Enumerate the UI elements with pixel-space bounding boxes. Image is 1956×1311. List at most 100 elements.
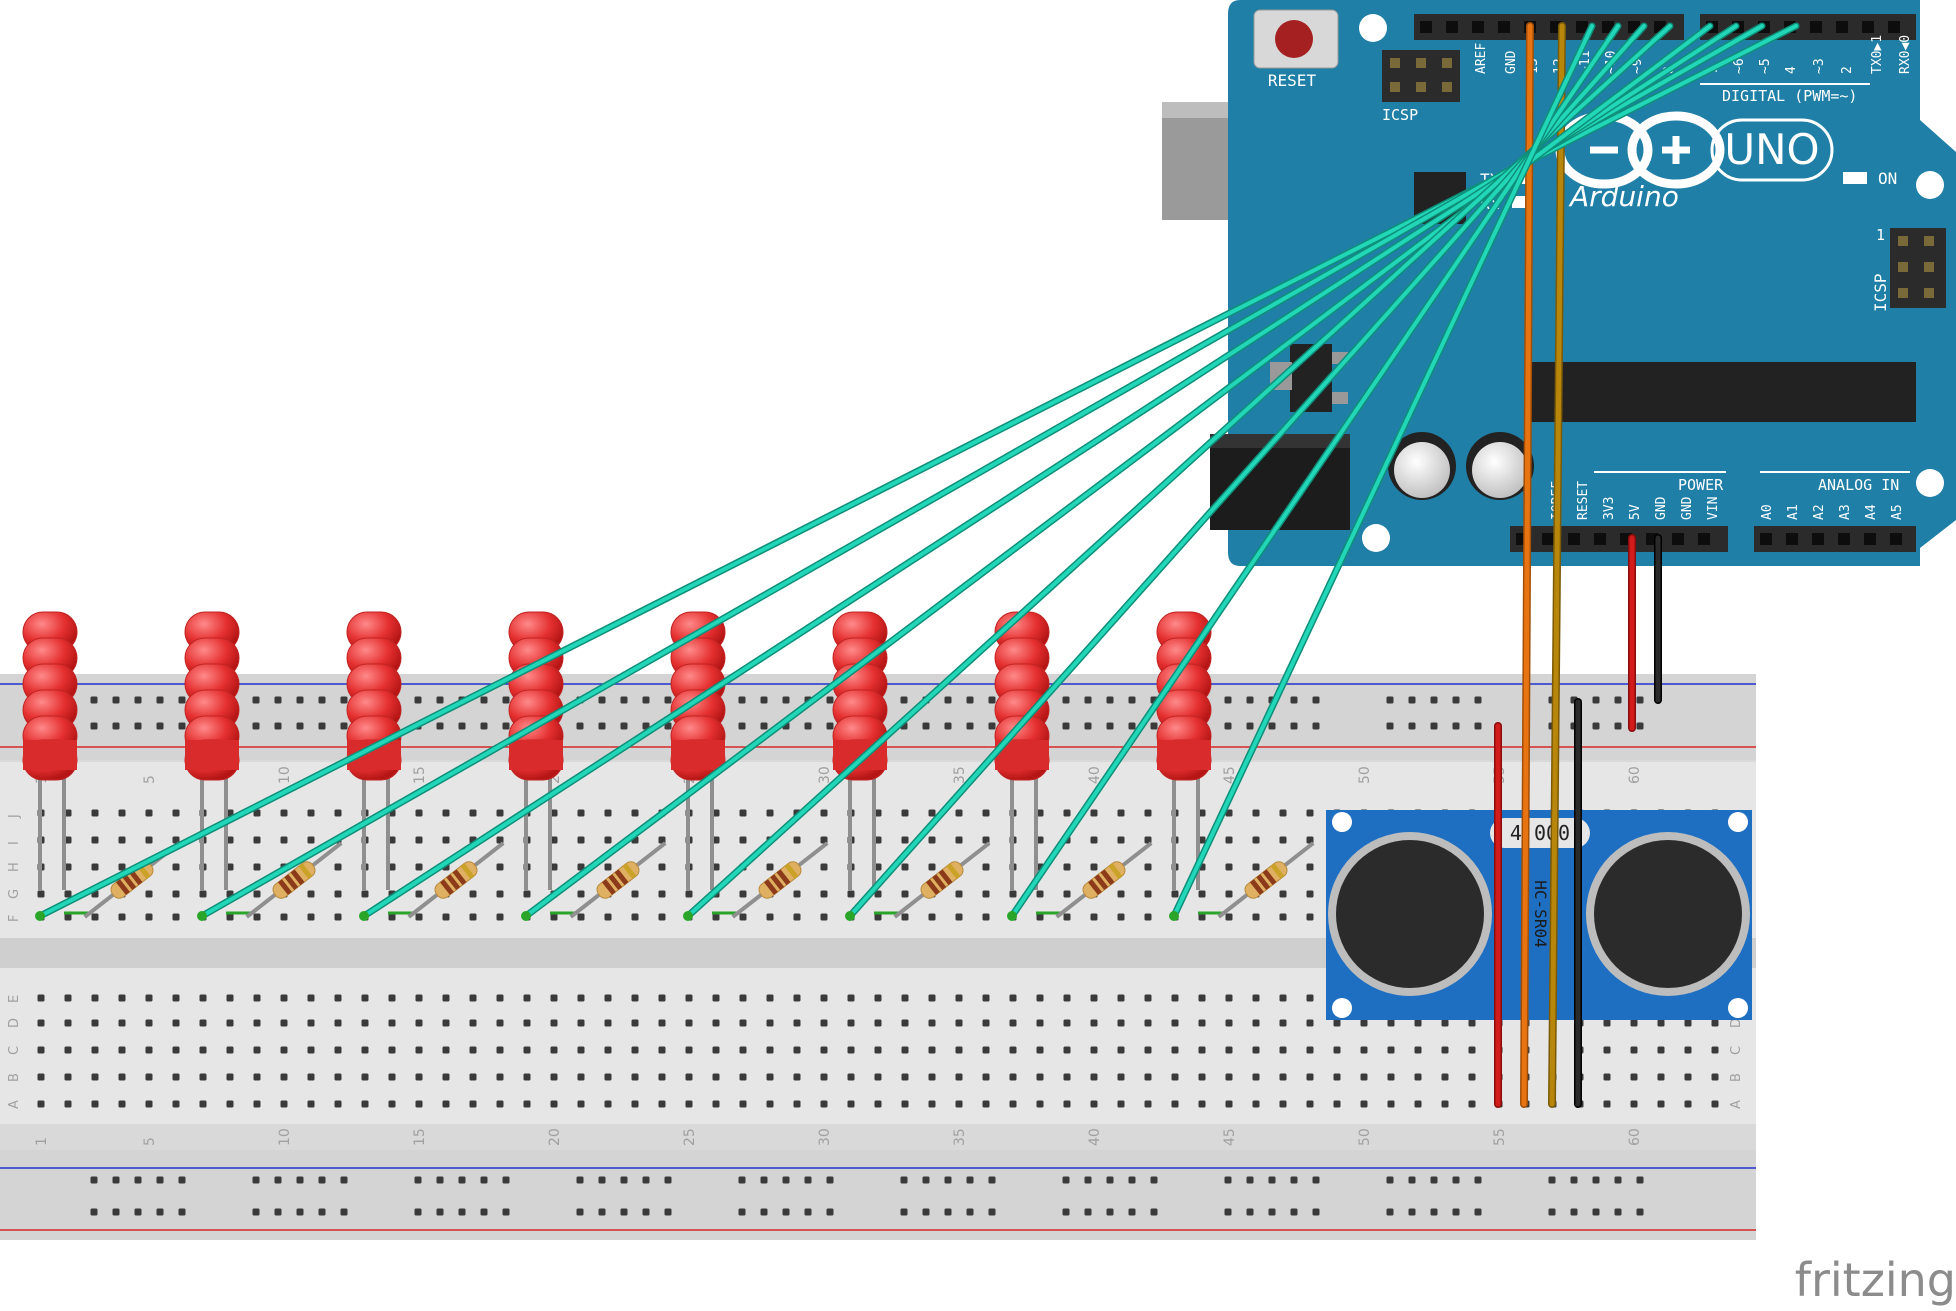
rail-hole[interactable] — [1386, 1176, 1394, 1184]
rail-hole[interactable] — [1246, 722, 1254, 730]
breadboard-hole[interactable] — [1441, 1019, 1449, 1027]
breadboard-hole[interactable] — [631, 994, 639, 1002]
rail-hole[interactable] — [252, 1208, 260, 1216]
breadboard-hole[interactable] — [1063, 890, 1071, 898]
breadboard-hole[interactable] — [1441, 1100, 1449, 1108]
breadboard-hole[interactable] — [739, 836, 747, 844]
breadboard-hole[interactable] — [1225, 1100, 1233, 1108]
rail-hole[interactable] — [1430, 1208, 1438, 1216]
breadboard-hole[interactable] — [901, 890, 909, 898]
breadboard-hole[interactable] — [550, 1100, 558, 1108]
breadboard-hole[interactable] — [1279, 1019, 1287, 1027]
breadboard-hole[interactable] — [388, 1019, 396, 1027]
breadboard-hole[interactable] — [1279, 809, 1287, 817]
breadboard-hole[interactable] — [1036, 836, 1044, 844]
breadboard-hole[interactable] — [1387, 1046, 1395, 1054]
breadboard-hole[interactable] — [1360, 1046, 1368, 1054]
breadboard-hole[interactable] — [1117, 890, 1125, 898]
breadboard-hole[interactable] — [955, 1019, 963, 1027]
breadboard-hole[interactable] — [550, 1019, 558, 1027]
rail-hole[interactable] — [738, 1176, 746, 1184]
breadboard-hole[interactable] — [739, 1073, 747, 1081]
breadboard-hole[interactable] — [928, 913, 936, 921]
breadboard-hole[interactable] — [820, 890, 828, 898]
breadboard-hole[interactable] — [523, 1073, 531, 1081]
breadboard-hole[interactable] — [388, 994, 396, 1002]
rail-hole[interactable] — [664, 1176, 672, 1184]
breadboard-hole[interactable] — [1630, 1100, 1638, 1108]
breadboard-hole[interactable] — [631, 809, 639, 817]
rail-hole[interactable] — [1246, 1176, 1254, 1184]
breadboard-hole[interactable] — [523, 1046, 531, 1054]
breadboard-hole[interactable] — [442, 1019, 450, 1027]
breadboard-hole[interactable] — [1036, 1073, 1044, 1081]
breadboard-hole[interactable] — [523, 994, 531, 1002]
breadboard-hole[interactable] — [1252, 1073, 1260, 1081]
breadboard-hole[interactable] — [766, 1100, 774, 1108]
rail-hole[interactable] — [90, 722, 98, 730]
breadboard-hole[interactable] — [901, 836, 909, 844]
breadboard-hole[interactable] — [145, 1046, 153, 1054]
breadboard-hole[interactable] — [1090, 994, 1098, 1002]
breadboard-hole[interactable] — [685, 1046, 693, 1054]
breadboard-hole[interactable] — [1279, 994, 1287, 1002]
rail-hole[interactable] — [1062, 1208, 1070, 1216]
breadboard-hole[interactable] — [118, 1073, 126, 1081]
breadboard-hole[interactable] — [307, 913, 315, 921]
breadboard-hole[interactable] — [1225, 863, 1233, 871]
breadboard-hole[interactable] — [415, 1073, 423, 1081]
breadboard-hole[interactable] — [928, 1100, 936, 1108]
breadboard-hole[interactable] — [1063, 1100, 1071, 1108]
breadboard-hole[interactable] — [928, 1046, 936, 1054]
breadboard-hole[interactable] — [1117, 1100, 1125, 1108]
breadboard-hole[interactable] — [955, 809, 963, 817]
rail-hole[interactable] — [1106, 1176, 1114, 1184]
breadboard-hole[interactable] — [118, 1100, 126, 1108]
breadboard-hole[interactable] — [874, 1046, 882, 1054]
breadboard-hole[interactable] — [1063, 1019, 1071, 1027]
rail-hole[interactable] — [274, 722, 282, 730]
rail-hole[interactable] — [988, 1208, 996, 1216]
rail-hole[interactable] — [1128, 1208, 1136, 1216]
breadboard-hole[interactable] — [658, 863, 666, 871]
breadboard-hole[interactable] — [1198, 994, 1206, 1002]
rail-hole[interactable] — [598, 696, 606, 704]
breadboard-hole[interactable] — [64, 1073, 72, 1081]
rail-hole[interactable] — [664, 1208, 672, 1216]
breadboard-hole[interactable] — [469, 1100, 477, 1108]
rail-hole[interactable] — [966, 696, 974, 704]
rail-hole[interactable] — [1452, 696, 1460, 704]
breadboard-hole[interactable] — [928, 863, 936, 871]
breadboard-hole[interactable] — [658, 1046, 666, 1054]
breadboard-hole[interactable] — [91, 863, 99, 871]
breadboard-hole[interactable] — [874, 890, 882, 898]
breadboard-hole[interactable] — [334, 994, 342, 1002]
breadboard-hole[interactable] — [1144, 809, 1152, 817]
breadboard-hole[interactable] — [739, 913, 747, 921]
breadboard-hole[interactable] — [982, 863, 990, 871]
breadboard-hole[interactable] — [955, 1073, 963, 1081]
rail-hole[interactable] — [1150, 722, 1158, 730]
rail-hole[interactable] — [1548, 1176, 1556, 1184]
breadboard-hole[interactable] — [64, 863, 72, 871]
breadboard-hole[interactable] — [1711, 1100, 1719, 1108]
breadboard-hole[interactable] — [1036, 809, 1044, 817]
breadboard-hole[interactable] — [1225, 994, 1233, 1002]
breadboard-hole[interactable] — [37, 1046, 45, 1054]
rail-hole[interactable] — [1128, 1176, 1136, 1184]
breadboard-hole[interactable] — [442, 1073, 450, 1081]
rail-hole[interactable] — [1268, 722, 1276, 730]
breadboard-hole[interactable] — [631, 1100, 639, 1108]
breadboard-hole[interactable] — [91, 994, 99, 1002]
breadboard-hole[interactable] — [1252, 913, 1260, 921]
rail-hole[interactable] — [296, 1176, 304, 1184]
breadboard-hole[interactable] — [1414, 1019, 1422, 1027]
breadboard-hole[interactable] — [1009, 1100, 1017, 1108]
breadboard-hole[interactable] — [658, 1019, 666, 1027]
breadboard-hole[interactable] — [172, 994, 180, 1002]
breadboard-hole[interactable] — [1225, 809, 1233, 817]
breadboard-hole[interactable] — [145, 913, 153, 921]
breadboard-hole[interactable] — [118, 836, 126, 844]
breadboard-hole[interactable] — [118, 994, 126, 1002]
breadboard-hole[interactable] — [1063, 1046, 1071, 1054]
